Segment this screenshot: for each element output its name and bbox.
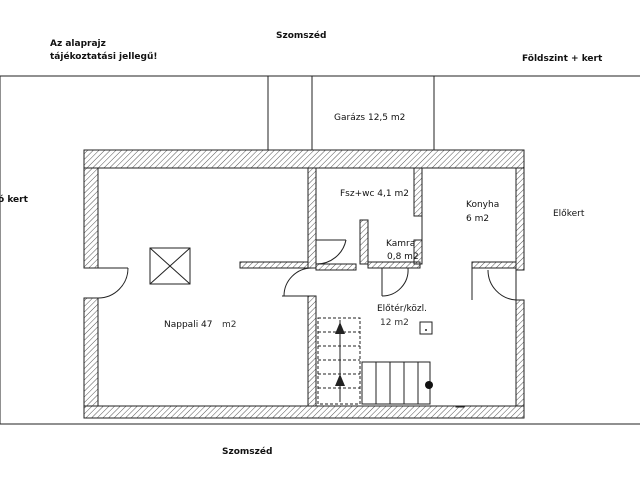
garage-outline xyxy=(267,76,435,150)
property-outline xyxy=(0,75,640,425)
neighbor-bottom: Szomszéd xyxy=(222,446,272,457)
door-left xyxy=(97,267,129,299)
room-hall-name: Előtér/közl. xyxy=(377,303,427,314)
interior-walls xyxy=(239,167,517,408)
door-wc xyxy=(315,239,347,265)
staircase xyxy=(317,317,433,405)
garden-right: Előkert xyxy=(553,209,585,219)
room-wc: Fsz+wc 4,1 m2 xyxy=(340,189,409,199)
room-pantry-name: Kamra xyxy=(386,239,415,249)
room-kitchen-name: Konyha xyxy=(466,200,499,210)
level-label: Földszint + kert xyxy=(522,54,603,64)
room-pantry-area: 0,8 m2 xyxy=(387,252,419,262)
meter-box xyxy=(419,321,433,335)
exterior-walls xyxy=(83,149,525,419)
garden-left: ó kert xyxy=(0,194,29,205)
neighbor-top: Szomszéd xyxy=(276,30,326,41)
door-entrance xyxy=(471,268,517,301)
room-living-unit: m2 xyxy=(222,320,237,330)
room-hall-area: 12 m2 xyxy=(380,318,409,328)
door-pantry xyxy=(381,267,409,297)
notice-line2: tájékoztatási jellegű! xyxy=(50,51,157,62)
skylight-symbol xyxy=(149,247,191,285)
room-garage: Garázs 12,5 m2 xyxy=(334,113,405,123)
room-living-name: Nappali 47 xyxy=(164,320,213,330)
notice-line1: Az alaprajz xyxy=(50,39,106,49)
room-kitchen-area: 6 m2 xyxy=(466,214,489,224)
door-living-hall xyxy=(282,267,313,297)
